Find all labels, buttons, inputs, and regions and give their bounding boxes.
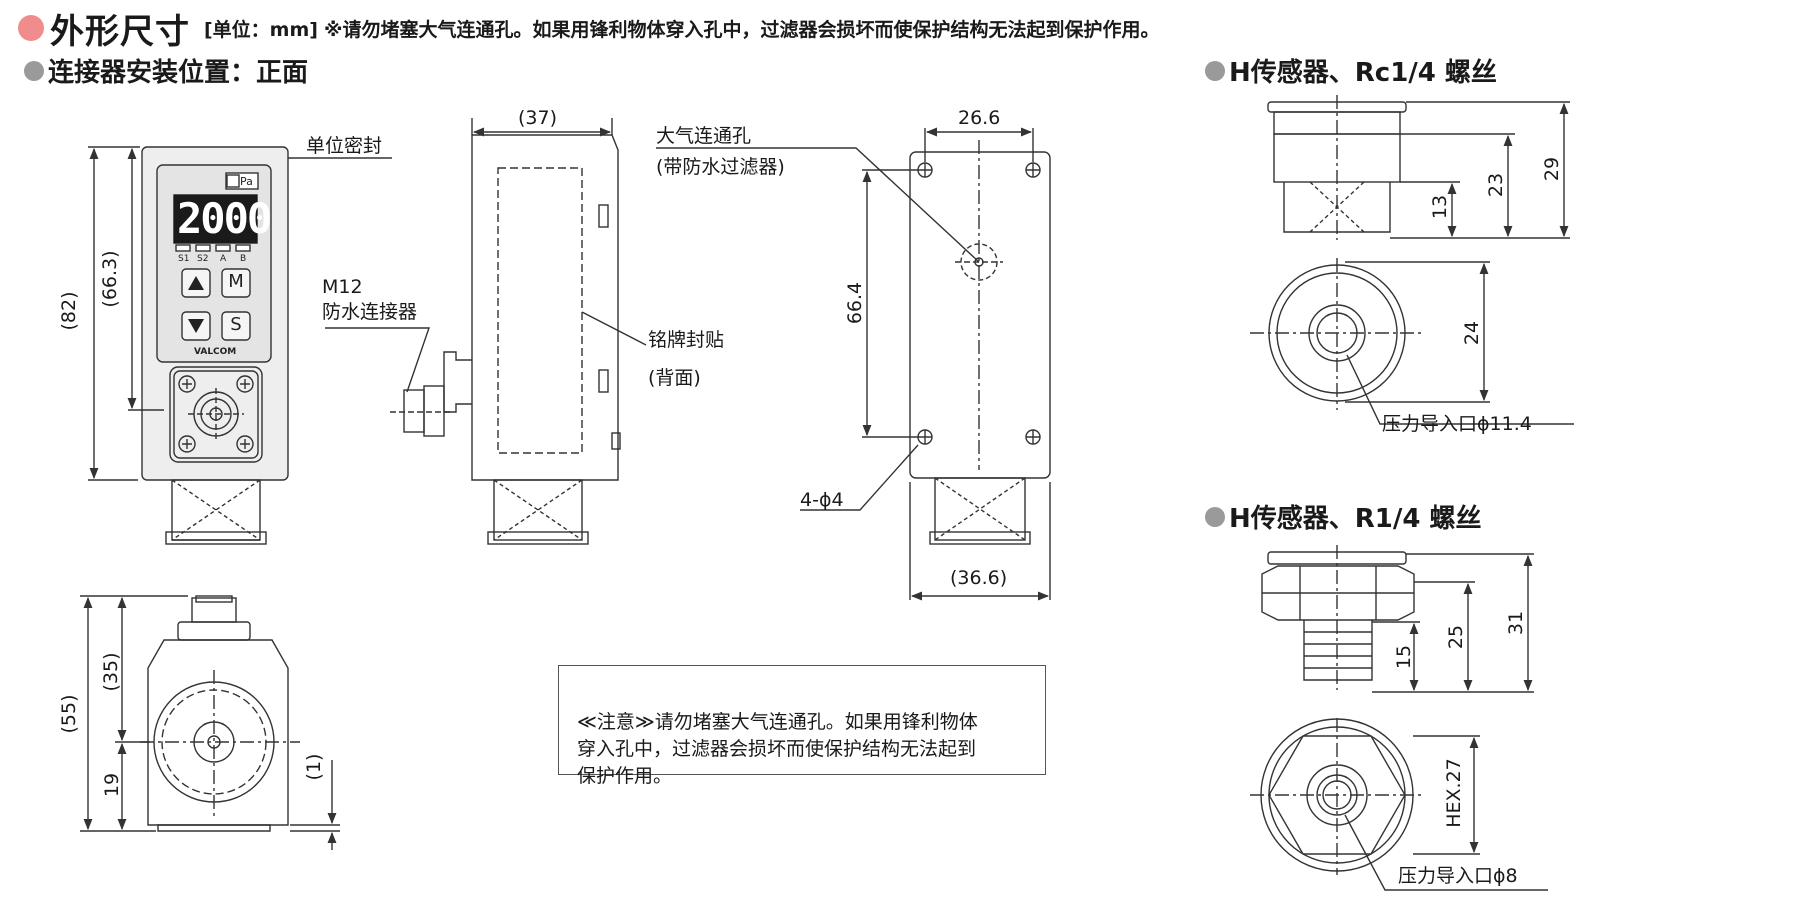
warning-note: ※请勿堵塞大气连通孔。如果用锋利物体穿入孔中，过滤器会损坏而使保护结构无法起到保…: [323, 18, 1160, 41]
section-rc14-label: H传感器、Rc1/4 螺丝: [1229, 58, 1497, 88]
section-dot-icon: [1205, 60, 1225, 81]
unit-note: [单位：mm]: [204, 18, 318, 41]
dim-back-width: (36.6): [950, 567, 1008, 589]
led-label-b: B: [240, 254, 247, 264]
holes-label: 4-ϕ4: [800, 489, 844, 511]
nameplate-sub-label: (背面): [648, 367, 701, 389]
dim-front-total: (82): [58, 291, 80, 331]
led-label-a: A: [220, 254, 227, 264]
page-title: 外形尺寸: [50, 11, 190, 52]
r-port-label: 压力导入口ϕ8: [1398, 865, 1518, 887]
caution-note-text: ≪注意≫请勿堵塞大气连通孔。如果用锋利物体 穿入孔中，过滤器会损坏而使保护结构无…: [577, 711, 978, 787]
dim-front-upper: (66.3): [99, 250, 121, 308]
s-button-label: S: [230, 314, 242, 335]
page-header: 外形尺寸 [单位：mm] ※请勿堵塞大气连通孔。如果用锋利物体穿入孔中，过滤器会…: [18, 6, 1160, 52]
dim-r-hex: HEX.27: [1443, 758, 1465, 828]
section-rc14: H传感器、Rc1/4 螺丝: [1205, 52, 1497, 89]
dim-rc-24: 24: [1461, 320, 1483, 346]
s-button[interactable]: [221, 311, 251, 341]
side-view: [325, 118, 647, 545]
dim-side-width: (37): [518, 107, 558, 129]
back-view: [656, 127, 1051, 601]
section-front: 连接器安装位置：正面: [24, 52, 308, 89]
up-arrow-icon: [188, 276, 204, 290]
dim-rc-23: 23: [1485, 172, 1507, 198]
connector-sub-label: 防水连接器: [322, 301, 418, 323]
dim-rc-13: 13: [1429, 194, 1451, 220]
connector-label: M12: [322, 276, 363, 298]
m-button-label: M: [228, 271, 244, 292]
nameplate-label: 铭牌封贴: [648, 329, 725, 351]
front-view: [88, 146, 392, 545]
dim-r-31: 31: [1505, 610, 1527, 636]
section-dot-icon: [1205, 506, 1225, 527]
dim-rc-29: 29: [1541, 156, 1563, 182]
down-arrow-icon: [188, 319, 204, 333]
vent-label: 大气连通孔: [656, 125, 752, 147]
dim-bottom-total: (55): [58, 694, 80, 734]
led-label-s1: S1: [178, 254, 190, 264]
led-label-s2: S2: [197, 254, 209, 264]
section-dot-icon: [24, 60, 44, 81]
bottom-view: [80, 595, 340, 850]
dim-bottom-lower: 19: [101, 772, 123, 798]
title-dot-icon: [18, 15, 44, 41]
dim-hole-span: 26.6: [958, 107, 1001, 129]
brand-logo: VALCOM: [194, 347, 237, 357]
pa-label: Pa: [240, 175, 253, 188]
unit-seal-label: 单位密封: [306, 135, 383, 157]
dim-bottom-gap: (1): [303, 753, 325, 781]
section-r14: H传感器、R1/4 螺丝: [1205, 498, 1482, 535]
r14-view: [1250, 545, 1548, 891]
vent-sub-label: (带防水过滤器): [656, 156, 785, 178]
rc-port-label: 压力导入口ϕ11.4: [1382, 413, 1532, 435]
rc14-view: [1250, 95, 1574, 425]
dim-r-25: 25: [1445, 624, 1467, 650]
caution-note-box: ≪注意≫请勿堵塞大气连通孔。如果用锋利物体 穿入孔中，过滤器会损坏而使保护结构无…: [558, 665, 1046, 787]
dim-back-height: 66.4: [844, 281, 866, 325]
lcd-value: 2000: [177, 194, 272, 243]
m-button[interactable]: [221, 268, 251, 298]
dim-r-15: 15: [1393, 644, 1415, 670]
section-front-label: 连接器安装位置：正面: [48, 58, 309, 88]
section-r14-label: H传感器、R1/4 螺丝: [1229, 504, 1482, 534]
lcd-display: [173, 194, 258, 244]
dim-bottom-upper: (35): [100, 652, 122, 692]
